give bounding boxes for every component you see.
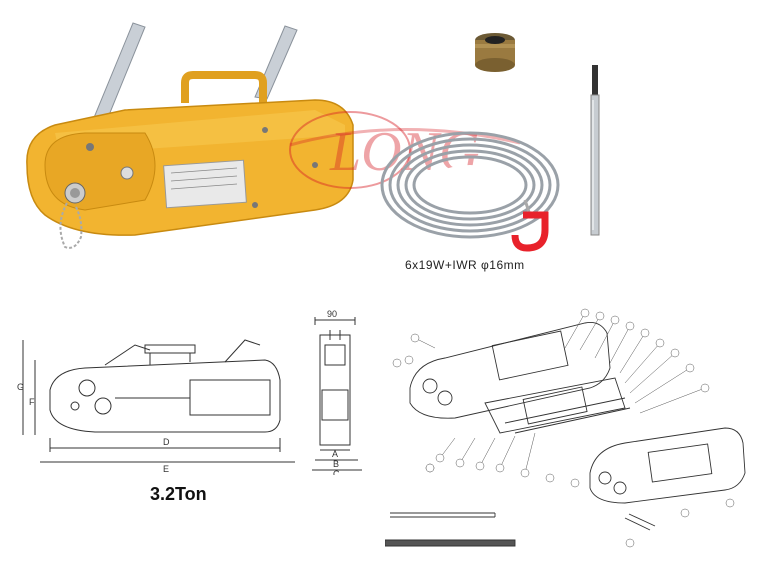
width-dim: 90 — [327, 309, 337, 319]
dim-label-b: B — [333, 459, 339, 469]
dim-label-f: F — [29, 397, 35, 407]
bushing-photo — [475, 33, 515, 72]
dim-label-g: G — [17, 382, 24, 392]
front-view-drawing: 90 A B C — [312, 309, 362, 475]
telescopic-handle-photo — [590, 65, 600, 236]
capacity-label: 3.2Ton — [150, 484, 207, 504]
dim-label-d: D — [163, 437, 170, 447]
dim-label-c: C — [333, 469, 340, 475]
side-view-drawing: F G D E — [17, 339, 295, 474]
rope-spec-caption: 6x19W+IWR φ16mm — [405, 258, 525, 272]
wire-rope-coil-photo — [380, 131, 560, 252]
dim-label-e: E — [163, 464, 169, 474]
exploded-parts-diagram — [385, 308, 746, 548]
dim-label-a: A — [332, 449, 338, 459]
wire-rope-puller-photo — [26, 22, 354, 249]
